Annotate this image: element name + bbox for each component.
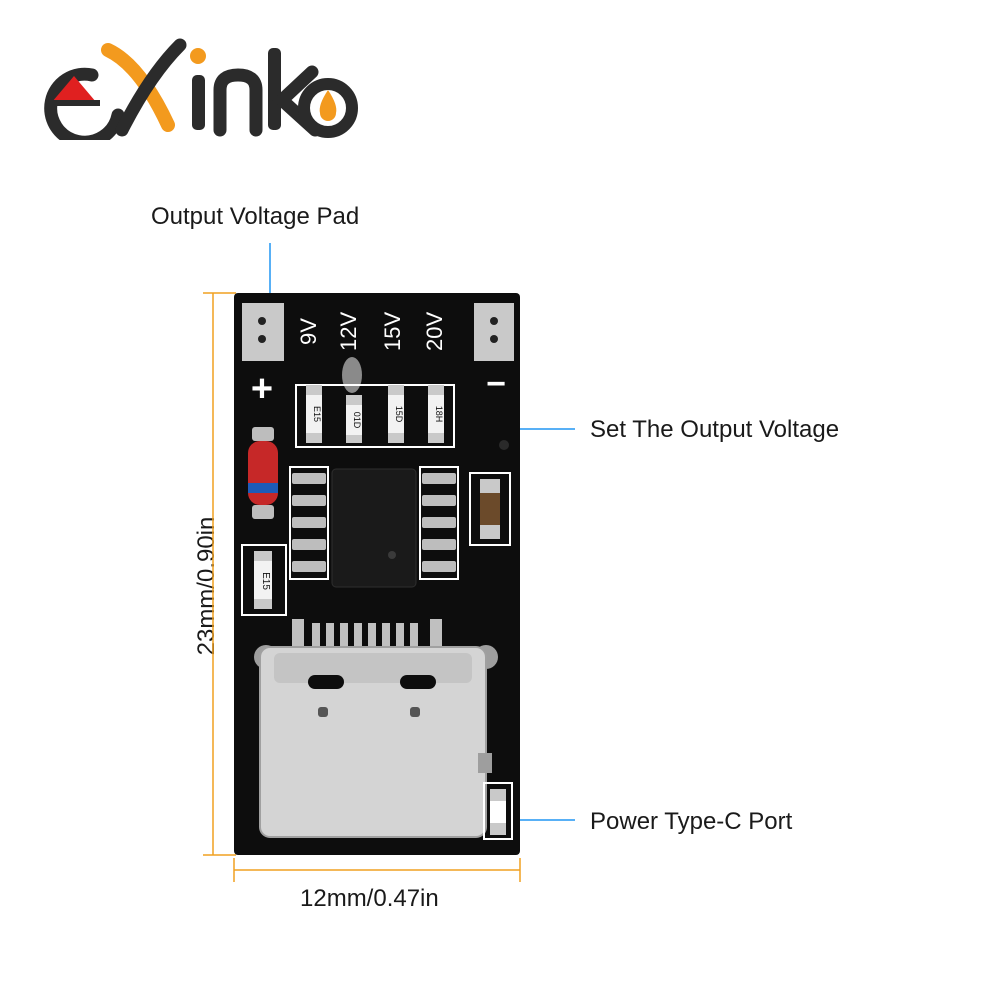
via [499,440,509,450]
svg-text:18H: 18H [434,406,444,423]
output-pad-positive [242,303,284,361]
svg-text:15D: 15D [394,406,404,423]
logo-letter-e [44,67,125,140]
glass-diode [248,427,278,519]
type-c-pins [292,619,442,649]
callout-power-type-c: Power Type-C Port [590,808,793,835]
voltage-15v: 15V [380,312,405,351]
resistor-e15: E15 [306,385,322,443]
pcb-board: + − 9V 12V 15V 20V E15 01D 15D 18H [234,293,520,855]
silk-plus: + [251,368,273,410]
solder-jumper-12v [342,357,362,393]
logo-letter-o [298,78,358,138]
callout-output-voltage-pad: Output Voltage Pad [151,203,360,230]
logo-letter-i [190,48,206,130]
width-dimension-line [233,858,521,882]
voltage-9v: 9V [296,318,321,345]
smd-capacitor [469,472,511,546]
height-dimension-line [203,292,236,856]
logo-letter-n [213,68,263,137]
logo-letter-x [101,38,187,137]
svg-text:E15: E15 [260,572,271,590]
type-c-connector [254,645,498,838]
callout-set-output-voltage: Set The Output Voltage [590,416,840,443]
ic-chip [289,466,459,588]
svg-text:E15: E15 [312,406,322,422]
silk-minus: − [486,365,506,403]
svg-text:01D: 01D [352,412,362,429]
resistor-lower-left: E15 [241,544,287,616]
dimension-width-label: 12mm/0.47in [300,885,439,912]
voltage-labels: 9V 12V 15V 20V [296,312,447,351]
led [483,782,513,840]
resistor-silk-box [295,384,455,448]
resistor-01d: 01D [346,395,362,443]
voltage-12v: 12V [336,312,361,351]
output-pad-negative [474,303,514,361]
resistor-18h: 18H [428,385,444,443]
resistor-15d: 15D [388,385,404,443]
voltage-20v: 20V [422,312,447,351]
exinko-logo [44,38,358,140]
